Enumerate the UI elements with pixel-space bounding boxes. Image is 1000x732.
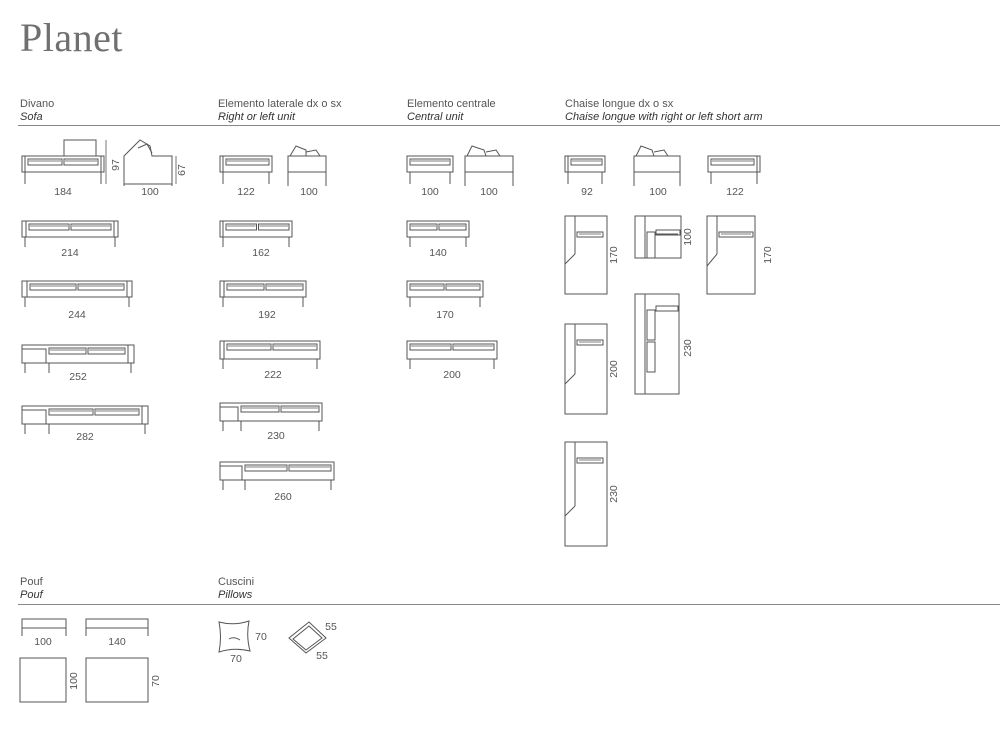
section-label-en: Pillows — [218, 589, 253, 601]
pouf-140-front: 140 — [85, 618, 149, 648]
dimension-label: 100 — [649, 186, 667, 198]
dimension-label: 70 — [255, 631, 267, 643]
section-label-it: Pouf — [20, 576, 43, 588]
section-label-en: Pouf — [20, 589, 43, 601]
section-header-chaise: Chaise longue dx o sx Chaise longue with… — [565, 98, 762, 124]
section-header-laterale: Elemento laterale dx o sx Right or left … — [218, 98, 342, 124]
dimension-label: 230 — [682, 339, 694, 357]
section-header-pouf: Pouf Pouf — [20, 576, 43, 602]
chaise-front-122: 122 — [707, 155, 761, 198]
dimension-label: 244 — [68, 309, 86, 321]
dimension-label: 97 — [110, 159, 122, 171]
dimension-label: 170 — [608, 246, 620, 264]
dimension-label: 260 — [274, 491, 292, 503]
dimension-label: 282 — [76, 431, 94, 443]
side-unit-122: 122 — [219, 155, 273, 198]
chaise-plan-200: 200 — [564, 323, 620, 415]
page-title: Planet — [20, 15, 123, 60]
dimension-label: 67 — [176, 164, 188, 176]
sofa-side-view: 67 100 — [123, 139, 188, 198]
dimension-label: 70 — [150, 675, 162, 687]
dimension-label: 100 — [682, 228, 694, 246]
dimension-label: 200 — [443, 369, 461, 381]
section-label-en: Right or left unit — [218, 111, 296, 123]
section-label-en: Chaise longue with right or left short a… — [565, 111, 763, 123]
dimension-label: 200 — [608, 360, 620, 378]
dimension-label: 100 — [68, 672, 80, 690]
pouf-100-front: 100 — [21, 618, 67, 648]
pillow-70: 70 70 — [218, 620, 267, 665]
dimension-label: 55 — [325, 621, 337, 633]
central-unit-170: 170 — [406, 280, 484, 321]
dimension-label: 230 — [608, 485, 620, 503]
dimension-label: 230 — [267, 430, 285, 442]
section-label-it: Divano — [20, 98, 55, 110]
sofa-244: 244 — [21, 280, 133, 321]
section-header-cuscini: Cuscini Pillows — [218, 576, 254, 602]
section-label-it: Chaise longue dx o sx — [565, 98, 674, 110]
dimension-label: 162 — [252, 247, 270, 259]
dimension-label: 122 — [726, 186, 744, 198]
dimension-label: 140 — [108, 636, 126, 648]
dimension-label: 100 — [34, 636, 52, 648]
side-unit-230: 230 — [219, 402, 323, 442]
dimension-label: 222 — [264, 369, 282, 381]
dimension-label: 100 — [480, 186, 498, 198]
section-label-it: Cuscini — [218, 576, 255, 588]
dimension-label: 100 — [300, 186, 318, 198]
dimension-label: 70 — [230, 653, 242, 665]
pouf-100-plan: 100 — [19, 657, 80, 703]
pillow-55: 55 55 — [288, 621, 337, 662]
dimension-label: 170 — [762, 246, 774, 264]
pouf-140-plan: 70 — [85, 657, 162, 703]
dimension-label: 252 — [69, 371, 87, 383]
section-header-centrale: Elemento centrale Central unit — [407, 98, 496, 124]
section-label-it: Elemento centrale — [407, 98, 496, 110]
section-divider — [18, 125, 1000, 126]
chaise-plan-170a: 170 — [564, 215, 620, 295]
section-header-divano: Divano Sofa — [20, 98, 54, 124]
sofa-282: 282 — [21, 405, 149, 443]
dimension-label: 100 — [141, 186, 159, 198]
dimension-label: 55 — [316, 650, 328, 662]
side-unit-260: 260 — [219, 461, 335, 503]
dimension-label: 214 — [61, 247, 79, 259]
side-unit-192: 192 — [219, 280, 307, 321]
section-label-en: Central unit — [407, 111, 464, 123]
central-unit-100-angled: 100 — [464, 145, 514, 198]
section-divider — [18, 604, 1000, 605]
dimension-label: 122 — [237, 186, 255, 198]
side-unit-162: 162 — [219, 220, 293, 259]
chaise-plan-170b: 170 — [706, 215, 774, 295]
central-unit-200: 200 — [406, 340, 498, 381]
side-unit-100: 100 — [287, 145, 327, 198]
dimension-label: 170 — [436, 309, 454, 321]
side-unit-222: 222 — [219, 340, 321, 381]
dimension-label: 184 — [54, 186, 72, 198]
central-unit-140: 140 — [406, 220, 470, 259]
dimension-label: 192 — [258, 309, 276, 321]
sofa-184: 184 97 — [21, 139, 122, 198]
sofa-214: 214 — [21, 220, 119, 259]
chaise-plan-230b: 230 — [564, 441, 620, 547]
chaise-front-100: 100 — [633, 145, 681, 198]
chaise-plan-100: 100 — [634, 215, 694, 259]
chaise-front-92: 92 — [564, 155, 606, 198]
central-unit-100: 100 — [406, 155, 454, 198]
dimension-label: 100 — [421, 186, 439, 198]
dimension-label: 92 — [581, 186, 593, 198]
section-label-it: Elemento laterale dx o sx — [218, 98, 342, 110]
sofa-252: 252 — [21, 344, 135, 383]
chaise-plan-230a: 230 — [634, 293, 694, 395]
dimension-label: 140 — [429, 247, 447, 259]
section-label-en: Sofa — [20, 111, 43, 123]
